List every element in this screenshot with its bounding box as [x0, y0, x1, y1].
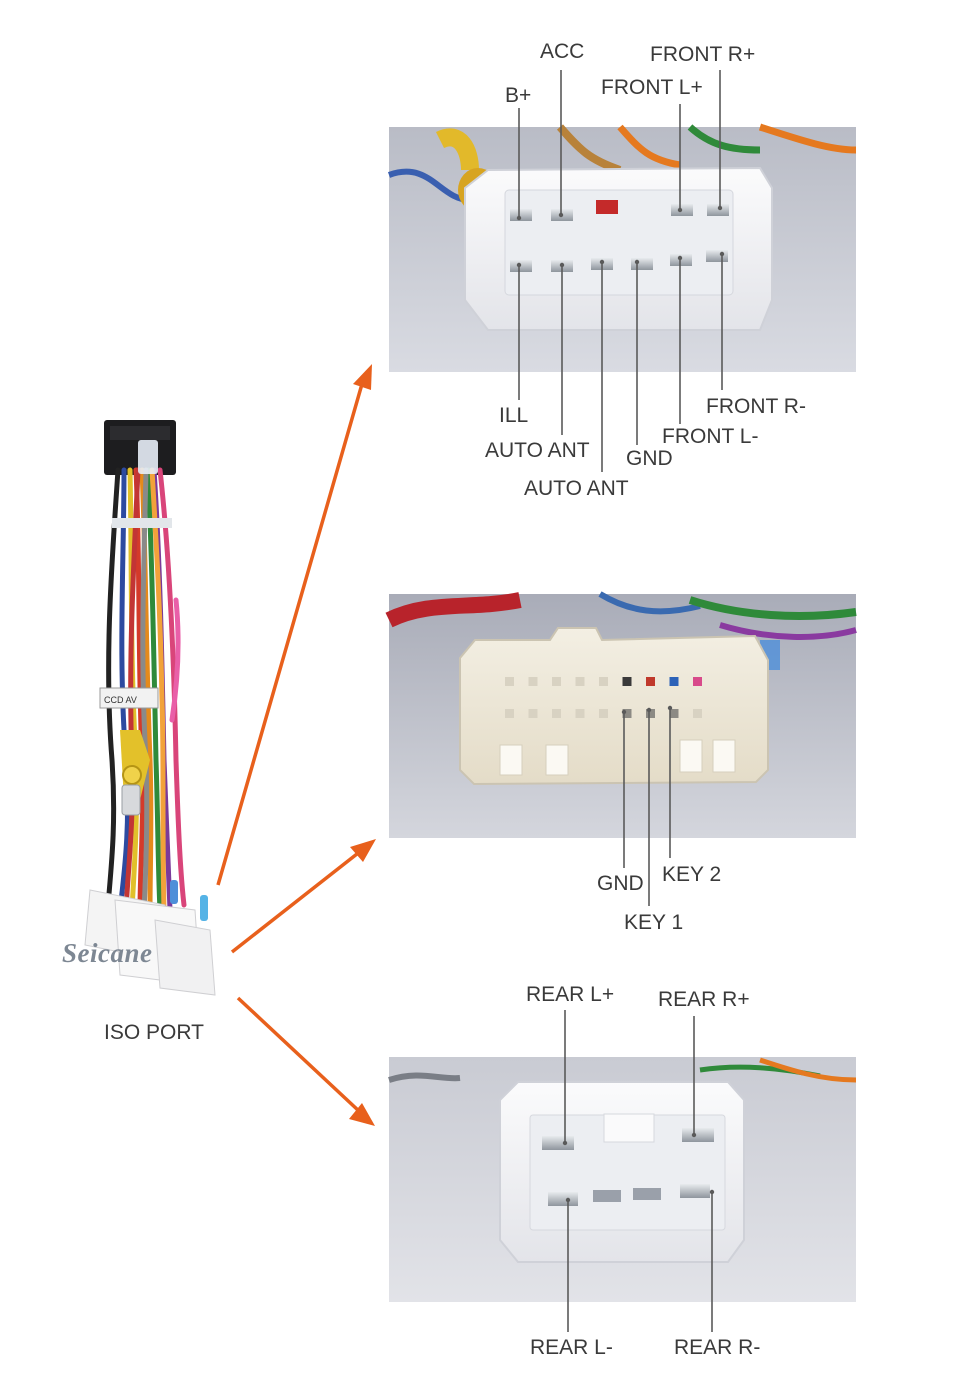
pin-hole — [669, 709, 679, 718]
label-rear-r-plus: REAR R+ — [658, 988, 750, 1011]
arrow-to-middle-connector — [230, 848, 364, 954]
harness-plug-3 — [154, 919, 216, 996]
arrowhead-middle — [350, 839, 376, 862]
pin-hole — [693, 677, 702, 686]
label-front-r-minus: FRONT R- — [706, 395, 806, 418]
pin-hole — [575, 709, 585, 718]
label-ill: ILL — [499, 404, 529, 427]
label-b-plus: B+ — [505, 84, 532, 107]
leader-lines — [518, 70, 723, 1332]
bottom-connector-photo — [388, 1057, 857, 1302]
harness-sticker — [99, 687, 159, 709]
label-rear-r-minus: REAR R- — [674, 1336, 761, 1359]
label-auto-ant-2: AUTO ANT — [524, 477, 629, 500]
bottom-connector-pins — [542, 1128, 714, 1206]
pin-hole — [528, 709, 538, 718]
pin-hole — [646, 709, 655, 718]
label-gnd-top: GND — [626, 447, 673, 470]
label-front-l-plus: FRONT L+ — [601, 76, 703, 99]
pin-hole — [599, 677, 608, 686]
label-auto-ant-1: AUTO ANT — [485, 439, 590, 462]
seicane-logo: Seicane — [62, 938, 153, 968]
arrow-to-top-connector — [216, 383, 364, 886]
arrow-to-bottom-connector — [236, 996, 362, 1114]
label-gnd-middle: GND — [597, 872, 644, 895]
pin-hole — [646, 677, 655, 686]
label-front-r-plus: FRONT R+ — [650, 43, 756, 66]
pin-hole — [552, 677, 561, 686]
pin-hole — [693, 709, 702, 718]
middle-connector-photo — [385, 591, 857, 838]
iso-port-label: ISO PORT — [104, 1021, 204, 1044]
label-rear-l-minus: REAR L- — [530, 1336, 613, 1359]
pin-hole — [528, 677, 538, 686]
pin-hole — [552, 709, 561, 718]
pin-hole — [575, 677, 585, 686]
wire-harness-photo: CCD AV — [84, 420, 216, 996]
pin-hole — [669, 677, 679, 686]
label-front-l-minus: FRONT L- — [662, 425, 759, 448]
top-connector-photo — [387, 123, 857, 372]
harness-sticker-text: CCD AV — [104, 695, 137, 705]
label-rear-l-plus: REAR L+ — [526, 983, 615, 1006]
pin-hole — [505, 677, 514, 686]
arrows — [216, 383, 364, 1114]
pin-hole — [622, 709, 632, 718]
label-key-2: KEY 2 — [662, 863, 722, 886]
pin-hole — [622, 677, 632, 686]
arrowhead-bottom — [349, 1103, 375, 1126]
label-acc: ACC — [540, 40, 585, 63]
middle-connector-pin-grid — [505, 677, 702, 718]
pin-hole — [599, 709, 608, 718]
arrowhead-top — [353, 364, 372, 390]
pin-hole — [505, 709, 514, 718]
label-key-1: KEY 1 — [624, 911, 684, 934]
